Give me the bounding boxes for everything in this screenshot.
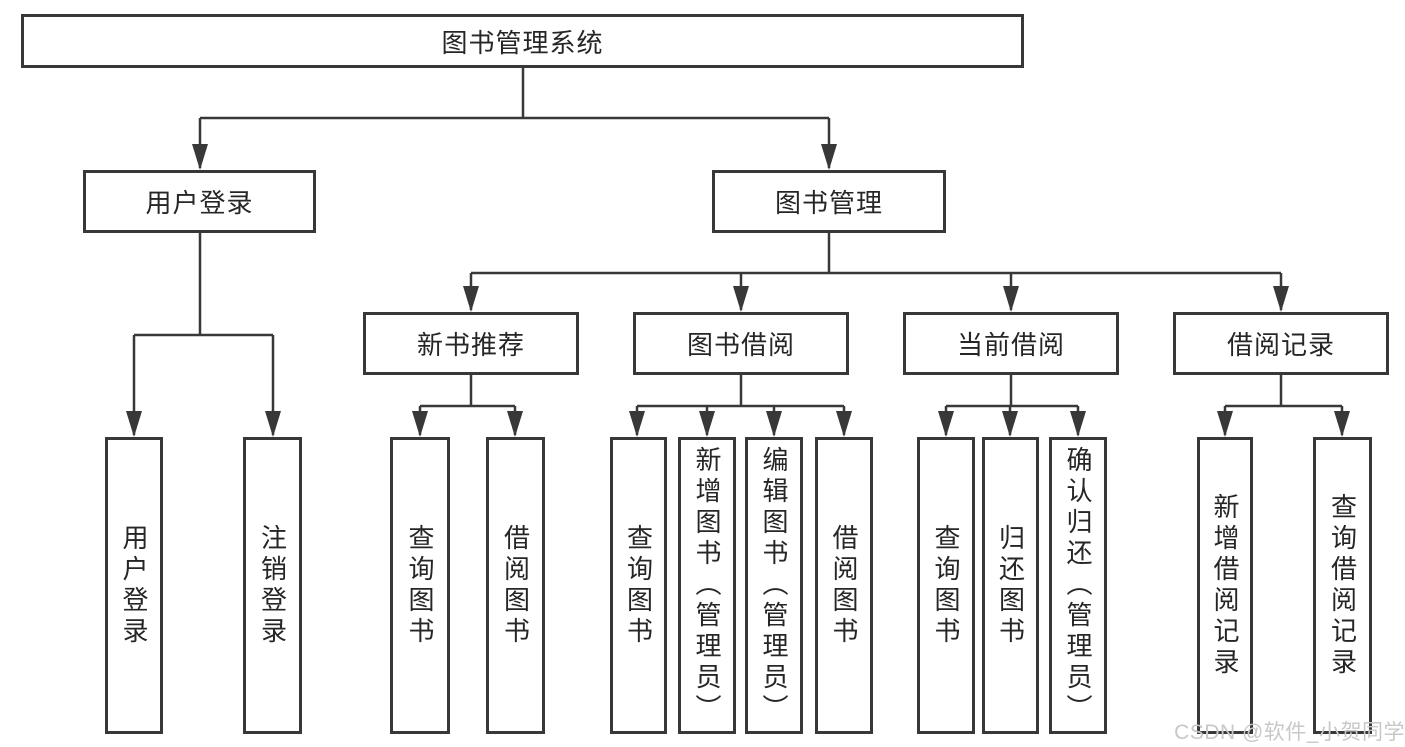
- node-root: 图书管理系统: [21, 14, 1024, 68]
- leaf-edit-book-admin: 编辑图书（管理员）: [745, 437, 803, 734]
- node-book-management-label: 图书管理: [774, 188, 883, 218]
- node-user-login: 用户登录: [83, 170, 316, 233]
- connector-user-login-to-leaves: [132, 233, 275, 435]
- connector-current-borrow-to-leaves: [944, 375, 1080, 435]
- node-borrow-records: 借阅记录: [1173, 312, 1389, 375]
- leaf-borrow-books-recommend: 借阅图书: [486, 437, 545, 734]
- connector-book-borrow-to-leaves: [635, 375, 846, 435]
- connector-root-to-level2: [198, 68, 831, 168]
- connector-new-book-recommend-to-leaves: [418, 375, 517, 435]
- node-book-management: 图书管理: [712, 170, 946, 233]
- connector-borrow-records-to-leaves: [1223, 375, 1344, 435]
- leaf-query-books-current: 查询图书: [917, 437, 975, 734]
- node-new-book-recommend: 新书推荐: [363, 312, 579, 375]
- node-new-book-recommend-label: 新书推荐: [416, 330, 525, 360]
- node-book-borrow: 图书借阅: [633, 312, 849, 375]
- leaf-return-books: 归还图书: [982, 437, 1039, 734]
- node-current-borrow: 当前借阅: [903, 312, 1119, 375]
- leaf-query-books-borrow: 查询图书: [610, 437, 667, 734]
- node-current-borrow-label: 当前借阅: [956, 330, 1065, 360]
- watermark: CSDN @软件_小贺同学: [1174, 721, 1405, 744]
- leaf-confirm-return-admin: 确认归还（管理员）: [1049, 437, 1107, 734]
- leaf-add-borrow-record: 新增借阅记录: [1197, 437, 1253, 734]
- leaf-borrow-books-borrow: 借阅图书: [815, 437, 873, 734]
- node-book-borrow-label: 图书借阅: [686, 330, 795, 360]
- node-root-label: 图书管理系统: [441, 27, 604, 58]
- leaf-query-borrow-record: 查询借阅记录: [1313, 437, 1372, 734]
- leaf-add-book-admin: 新增图书（管理员）: [678, 437, 736, 734]
- connector-book-management-to-level3: [469, 233, 1283, 310]
- node-borrow-records-label: 借阅记录: [1226, 330, 1335, 360]
- leaf-user-login: 用户登录: [105, 437, 163, 734]
- node-user-login-label: 用户登录: [145, 188, 254, 218]
- leaf-logout: 注销登录: [243, 437, 302, 734]
- leaf-query-books-recommend: 查询图书: [390, 437, 450, 734]
